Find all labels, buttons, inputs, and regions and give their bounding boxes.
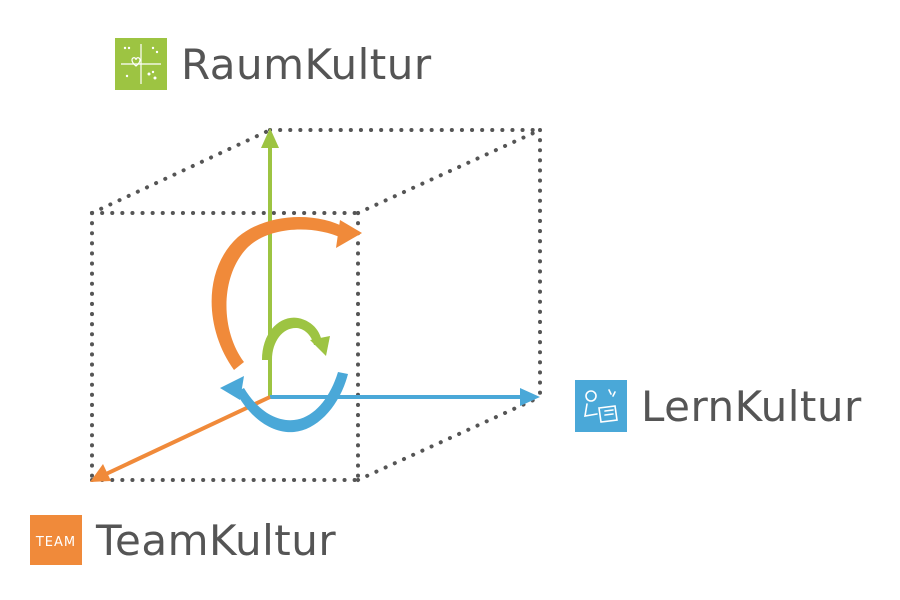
lern-kultur-title: LernKultur <box>641 381 862 431</box>
team-kultur-title: TeamKultur <box>96 515 337 565</box>
raum-kultur-label: RaumKultur <box>115 38 432 90</box>
raum-rotation-ribbon <box>262 317 330 360</box>
learner-icon <box>575 380 627 432</box>
team-kultur-label: TEAM TeamKultur <box>30 515 336 565</box>
team-people-icon: TEAM <box>30 515 82 565</box>
cube-dotted-edges <box>90 128 542 482</box>
lern-rotation-ribbon <box>220 372 348 433</box>
lern-kultur-label: LernKultur <box>575 380 862 432</box>
team-icon-lettering: TEAM <box>35 535 76 550</box>
team-axis-arrow <box>90 395 271 482</box>
lern-axis-arrow <box>270 388 540 406</box>
raum-kultur-title: RaumKultur <box>181 39 432 89</box>
team-rotation-ribbon <box>211 216 362 370</box>
room-layout-icon <box>115 38 167 90</box>
